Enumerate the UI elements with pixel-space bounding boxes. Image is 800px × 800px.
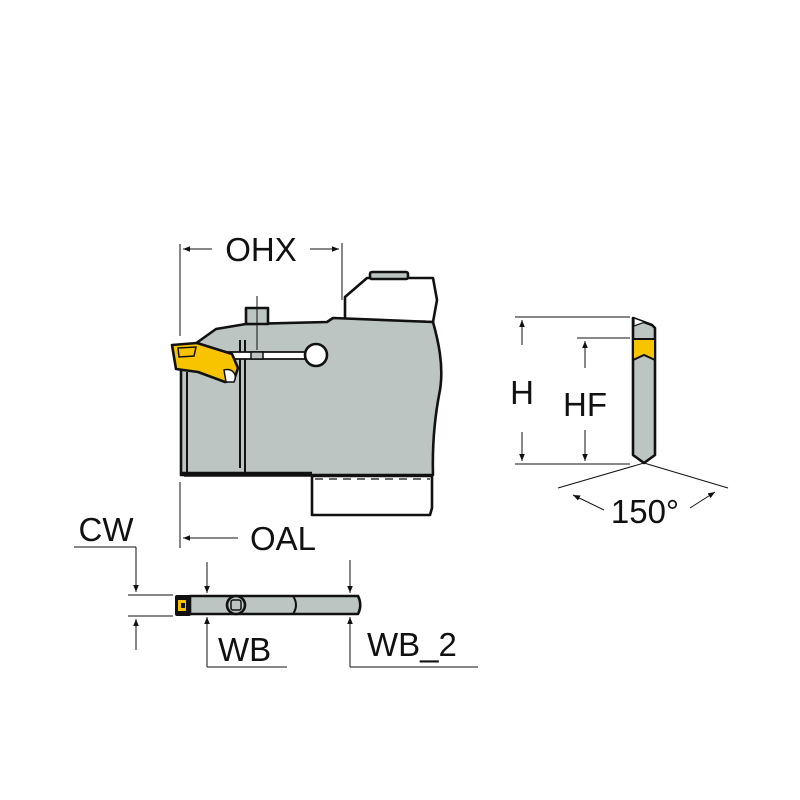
dim-wb-label: WB (218, 631, 271, 668)
dim-wb2-label: WB_2 (367, 626, 457, 663)
dim-h-label: H (510, 374, 534, 411)
dim-ohx-label: OHX (225, 231, 297, 268)
clamp-top-tab (368, 270, 410, 281)
lower-support-block (310, 474, 434, 517)
end-insert (632, 338, 656, 362)
dim-cw-label: CW (79, 511, 135, 548)
relief-slot (225, 351, 307, 360)
dim-oal-label: OAL (250, 520, 316, 557)
relief-hole (303, 342, 329, 368)
blade-top-profile (188, 594, 362, 616)
top-view: CW WB WB_2 (74, 511, 478, 668)
dim-hf-label: HF (563, 386, 607, 423)
dim-angle-label: 150° (611, 493, 679, 530)
end-view: H HF 150° (510, 316, 729, 530)
side-view: OHX OAL (170, 231, 443, 557)
blade-body (179, 316, 443, 477)
upper-clamp-block (343, 276, 439, 324)
